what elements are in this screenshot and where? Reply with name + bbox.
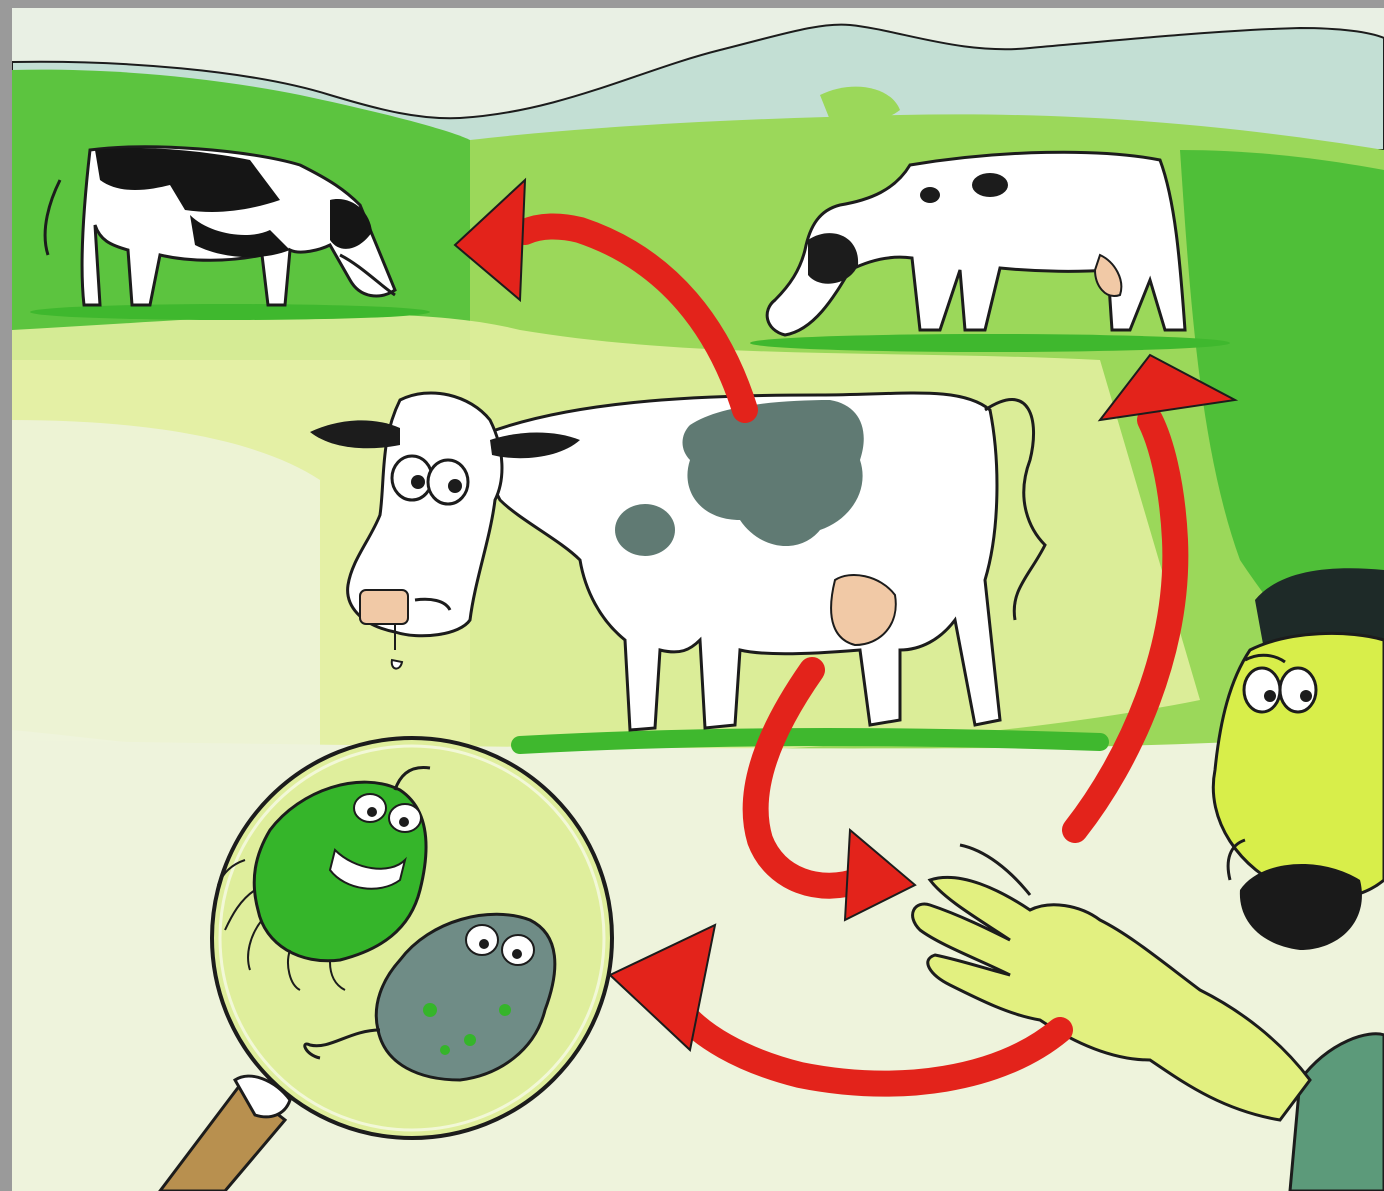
cow-nose (360, 590, 408, 624)
meadow-haze (12, 420, 320, 760)
cow-spot-small (615, 504, 675, 556)
